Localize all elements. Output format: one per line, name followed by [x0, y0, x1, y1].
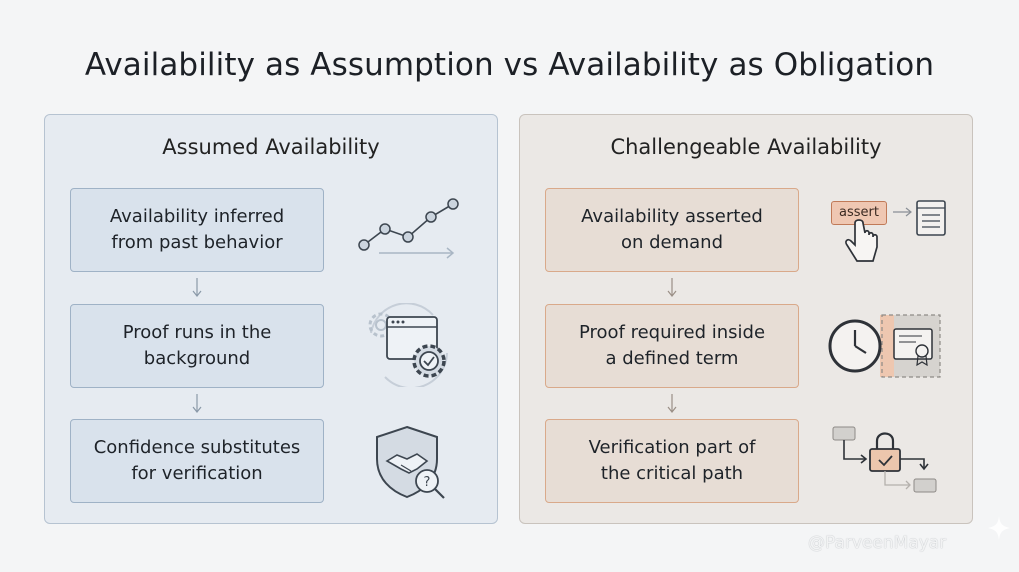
- svg-text:?: ?: [424, 475, 431, 490]
- page-title: Availability as Assumption vs Availabili…: [84, 47, 935, 83]
- trend-line-icon: [358, 198, 459, 259]
- lock-flow-path-icon: [832, 426, 937, 493]
- right-panel-title: Challengeable Availability: [610, 135, 882, 159]
- right-box-proof-term: Proof required inside a defined term: [545, 304, 799, 388]
- down-arrow-icon: [667, 278, 677, 297]
- left-box-confidence: Confidence substitutes for verification: [70, 419, 324, 503]
- down-arrow-icon: [192, 394, 202, 413]
- left-panel-title: Assumed Availability: [162, 135, 380, 159]
- assert-label: assert: [831, 201, 887, 225]
- down-arrow-icon: [192, 278, 202, 297]
- right-box-critical-path: Verification part of the critical path: [545, 419, 799, 503]
- watermark-text: @ParveenMayar: [808, 533, 947, 553]
- left-box-inferred: Availability inferred from past behavior: [70, 188, 324, 272]
- challengeable-availability-panel: Challengeable Availability Availability …: [519, 114, 973, 524]
- left-box-background: Proof runs in the background: [70, 304, 324, 388]
- assumed-availability-panel: Assumed Availability Availability inferr…: [44, 114, 498, 524]
- background-gears-window-icon: [368, 303, 448, 387]
- assert-button-click-icon: assert: [829, 199, 949, 269]
- sparkle-icon: [988, 516, 1010, 540]
- clock-certificate-icon: [828, 314, 941, 378]
- right-box-asserted: Availability asserted on demand: [545, 188, 799, 272]
- shield-handshake-question-icon: ?: [376, 425, 445, 499]
- down-arrow-icon: [667, 394, 677, 413]
